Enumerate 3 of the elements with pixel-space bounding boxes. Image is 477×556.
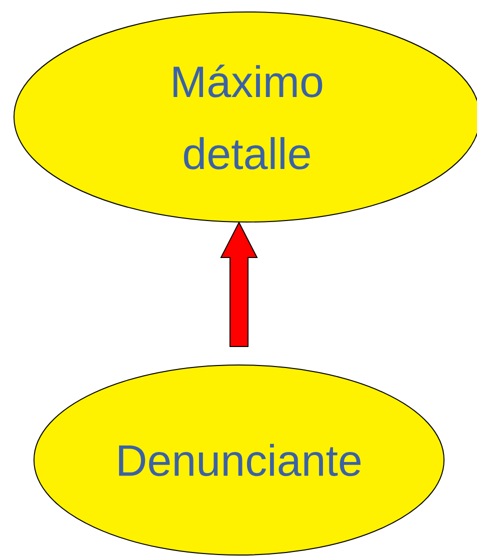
ellipse-node: Máximo detalle: [14, 12, 477, 222]
block-arrow: [220, 221, 258, 347]
ellipse-node: Denunciante: [34, 364, 444, 556]
